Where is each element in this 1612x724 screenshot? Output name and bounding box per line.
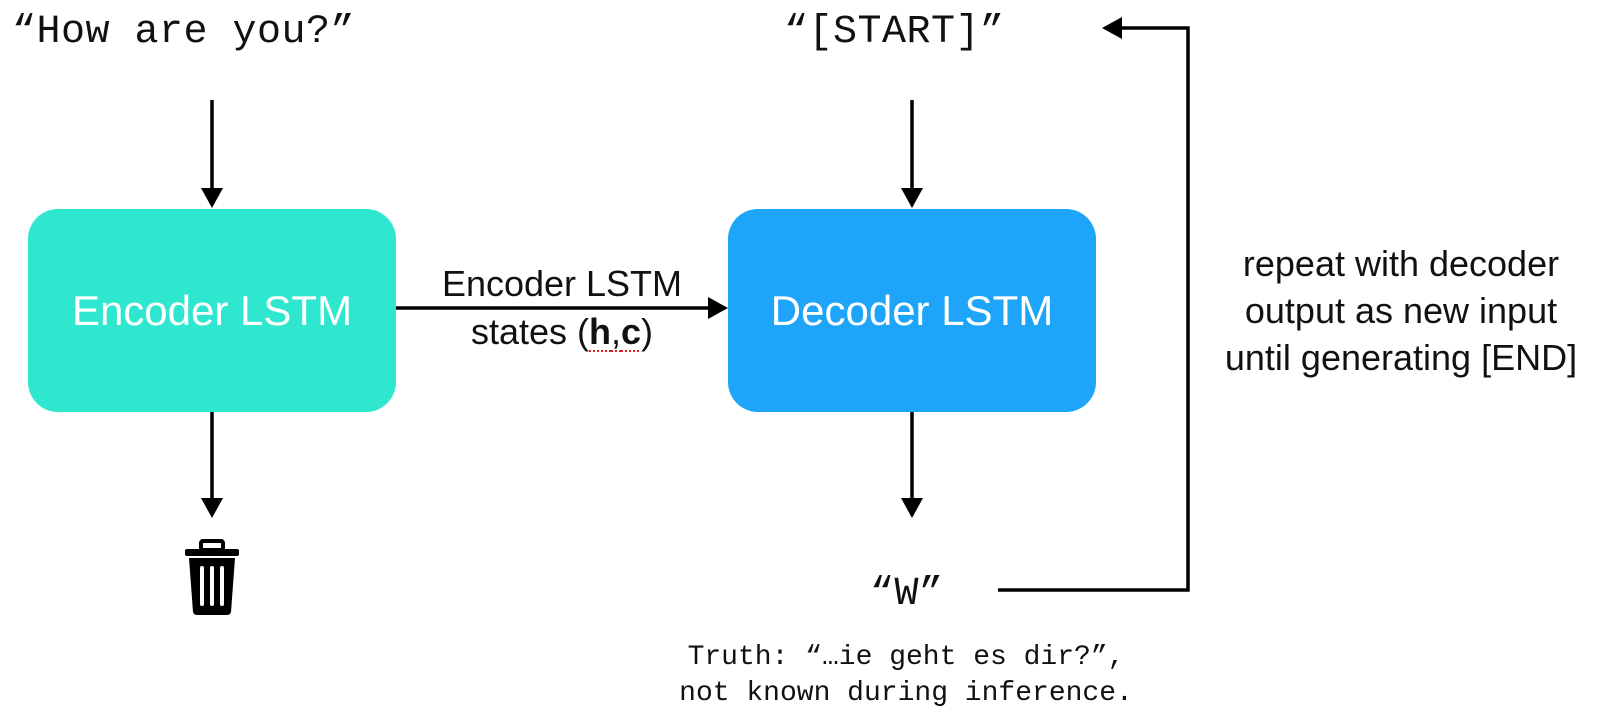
- encoder-lstm-label: Encoder LSTM: [71, 286, 353, 334]
- truth-note-line1: Truth: “…ie geht es dir?”,: [687, 642, 1125, 673]
- state-h: h: [589, 311, 611, 352]
- loop-note-line2: output as new input: [1244, 290, 1558, 331]
- states-arrowhead: [708, 297, 728, 319]
- output-token: “W”: [870, 572, 944, 617]
- loop-note-line1: repeat with decoder: [1242, 243, 1560, 284]
- states-hc: h,c: [589, 311, 641, 352]
- decoder-lstm-label: Decoder LSTM: [770, 286, 1054, 334]
- states-prefix: states (: [470, 311, 589, 352]
- encoder-output-arrowhead: [201, 498, 223, 518]
- decoder-lstm-box: Decoder LSTM: [728, 209, 1096, 412]
- encoder-input-arrowhead: [201, 188, 223, 208]
- state-comma: ,: [611, 311, 622, 352]
- decoder-output-arrowhead: [901, 498, 923, 518]
- truth-note-line2: not known during inference.: [679, 678, 1133, 709]
- states-label-line2: states (h,c): [416, 308, 708, 356]
- state-c: c: [621, 311, 642, 352]
- trash-icon: [185, 539, 239, 615]
- loop-note-line3: until generating [END]: [1224, 337, 1578, 378]
- states-label-line1: Encoder LSTM: [441, 263, 683, 304]
- states-label: Encoder LSTM states (h,c): [416, 260, 708, 356]
- decoder-input-text: “[START]”: [784, 10, 1005, 55]
- encoder-lstm-box: Encoder LSTM: [28, 209, 396, 412]
- loop-note: repeat with decoder output as new input …: [1196, 240, 1606, 381]
- feedback-loop-arrowhead: [1102, 17, 1122, 39]
- decoder-input-arrowhead: [901, 188, 923, 208]
- encoder-input-text: “How are you?”: [12, 10, 356, 55]
- states-suffix: ): [641, 311, 654, 352]
- truth-note: Truth: “…ie geht es dir?”, not known dur…: [626, 640, 1186, 712]
- feedback-loop-arrow: [998, 26, 1190, 592]
